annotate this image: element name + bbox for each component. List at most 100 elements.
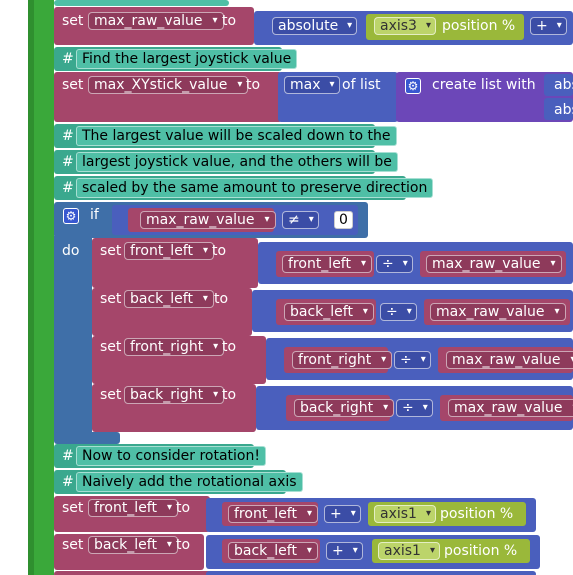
max-dropdown[interactable]: max▾ [284,76,340,94]
stack-rail [32,0,54,575]
to-keyword: to [212,243,227,259]
var-dropdown-max-raw-if[interactable]: max_raw_value▾ [140,211,276,229]
if-keyword: if [90,207,99,223]
to-keyword: to [176,500,191,516]
dropdown-arrow-icon: ▾ [362,306,368,317]
dropdown-arrow-icon: ▾ [422,402,428,413]
var-dropdown-fr-right[interactable]: max_raw_value▾ [446,351,573,369]
comment-text-4[interactable]: scaled by the same amount to preserve di… [76,178,434,198]
comment-text-6[interactable]: Naively add the rotational axis [76,472,303,492]
axis3-dropdown[interactable]: axis3▾ [374,17,436,35]
var-dropdown-bl2[interactable]: back_left▾ [88,536,178,554]
position-label: position % [444,543,518,559]
var-dropdown-back-left[interactable]: back_left▾ [124,290,214,308]
create-list-block[interactable] [396,72,573,122]
create-list-label: create list with [432,77,536,93]
dropdown-arrow-icon: ▾ [350,508,356,519]
dropdown-arrow-icon: ▾ [554,306,560,317]
dropdown-arrow-icon: ▾ [402,258,408,269]
var-dropdown-front-left[interactable]: front_left▾ [124,242,214,260]
axis1-dropdown[interactable]: axis1▾ [374,505,436,523]
dropdown-arrow-icon: ▾ [406,306,412,317]
abs-label-1: abs [554,77,573,93]
gear-icon[interactable]: ⚙ [63,208,79,224]
var-dropdown-back-right[interactable]: back_right▾ [124,386,225,404]
plus-operator-dropdown[interactable]: +▾ [324,505,361,523]
comment-hash: # [62,154,74,170]
comment-hash: # [62,180,74,196]
gear-icon[interactable]: ⚙ [405,78,421,94]
set-keyword: set [62,77,84,93]
of-list-label: of list [342,77,381,93]
var-dropdown-fl-right[interactable]: max_raw_value▾ [426,255,562,273]
dropdown-arrow-icon: ▾ [429,545,435,556]
divide-operator-dropdown[interactable]: ÷▾ [396,399,433,417]
comment-text-1[interactable]: Find the largest joystick value [76,49,298,69]
divide-operator-dropdown[interactable]: ÷▾ [376,255,413,273]
set-keyword: set [62,537,84,553]
var-dropdown-bl-left[interactable]: back_left▾ [284,303,374,321]
comment-text-2[interactable]: The largest value will be scaled down to… [76,126,397,146]
plus-operator-dropdown[interactable]: +▾ [326,542,363,560]
to-keyword: to [246,77,261,93]
comment-hash: # [62,448,74,464]
do-keyword: do [62,243,80,259]
number-zero-field[interactable]: 0 [334,211,353,229]
dropdown-arrow-icon: ▾ [237,79,243,90]
dropdown-arrow-icon: ▾ [213,389,219,400]
absolute-dropdown[interactable]: absolute▾ [272,17,358,35]
var-dropdown-fr-left[interactable]: front_right▾ [292,351,393,369]
axis1-dropdown[interactable]: axis1▾ [378,542,440,560]
to-keyword: to [176,537,191,553]
dropdown-arrow-icon: ▾ [347,20,353,31]
dropdown-arrow-icon: ▾ [383,402,389,413]
dropdown-arrow-icon: ▾ [556,20,562,31]
dropdown-arrow-icon: ▾ [420,354,426,365]
dropdown-arrow-icon: ▾ [306,508,312,519]
to-keyword: to [222,387,237,403]
to-keyword: to [214,291,229,307]
dropdown-arrow-icon: ▾ [306,545,312,556]
dropdown-arrow-icon: ▾ [425,508,431,519]
abs-label-2: abs [554,102,573,118]
cut-block-bottom-math [206,571,536,575]
var-dropdown-bl2-left[interactable]: back_left▾ [228,542,318,560]
var-dropdown-max-xy[interactable]: max_XYstick_value▾ [88,76,249,94]
divide-operator-dropdown[interactable]: ÷▾ [394,351,431,369]
comment-hash: # [62,128,74,144]
set-keyword: set [62,500,84,516]
comment-text-3[interactable]: largest joystick value, and the others w… [76,152,398,172]
var-dropdown-br-right[interactable]: max_raw_value▾ [448,399,573,417]
if-block-side [54,236,92,442]
var-dropdown-fl2-left[interactable]: front_left▾ [228,505,318,523]
var-dropdown-max-raw[interactable]: max_raw_value▾ [88,12,224,30]
if-block-bottom [54,432,120,444]
dropdown-arrow-icon: ▾ [571,352,573,368]
dropdown-arrow-icon: ▾ [550,258,556,269]
to-keyword: to [222,339,237,355]
dropdown-arrow-icon: ▾ [166,502,172,513]
var-dropdown-fl-left[interactable]: front_left▾ [282,255,372,273]
comment-text-5[interactable]: Now to consider rotation! [76,446,266,466]
plus-operator-dropdown[interactable]: +▾ [530,17,567,35]
var-dropdown-front-right[interactable]: front_right▾ [124,338,225,356]
set-keyword: set [100,339,122,355]
dropdown-arrow-icon: ▾ [360,258,366,269]
to-keyword: to [222,13,237,29]
var-dropdown-fl2[interactable]: front_left▾ [88,499,178,517]
divide-operator-dropdown[interactable]: ÷▾ [380,303,417,321]
set-keyword: set [100,387,122,403]
dropdown-arrow-icon: ▾ [212,15,218,26]
dropdown-arrow-icon: ▾ [264,214,270,225]
cut-comment [54,0,229,6]
var-dropdown-bl-right[interactable]: max_raw_value▾ [430,303,566,321]
dropdown-arrow-icon: ▾ [381,354,387,365]
position-label: position % [442,18,516,34]
dropdown-arrow-icon: ▾ [425,20,431,31]
abs-block-1[interactable] [544,74,573,96]
abs-block-2[interactable] [544,98,573,120]
var-dropdown-br-left[interactable]: back_right▾ [294,399,395,417]
neq-operator-dropdown[interactable]: ≠▾ [282,211,319,229]
cut-block-bottom [54,571,224,575]
